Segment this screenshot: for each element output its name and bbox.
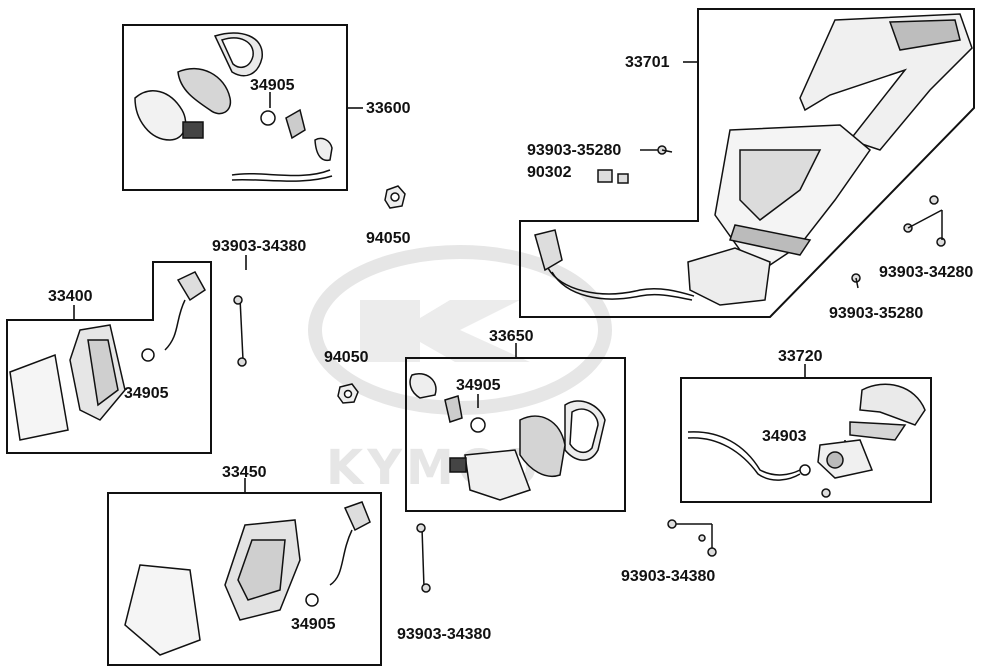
group-box-33720 bbox=[680, 377, 932, 503]
clip-90302 bbox=[597, 169, 629, 184]
screw-set-93903-34380-b bbox=[416, 523, 431, 593]
nut-94050-art bbox=[337, 185, 406, 404]
label-93903-35280-a: 93903-35280 bbox=[527, 142, 622, 159]
screw-93903-35280-a bbox=[657, 145, 673, 155]
label-33600-bulb: 34905 bbox=[250, 77, 295, 94]
label-94050-a: 94050 bbox=[366, 230, 411, 247]
label-33450-bulb: 34905 bbox=[291, 616, 336, 633]
label-33400: 33400 bbox=[48, 288, 93, 305]
screw-93903-35280-b bbox=[851, 273, 861, 289]
rear-carrier-33701-art bbox=[534, 13, 973, 306]
label-33600: 33600 bbox=[366, 100, 411, 117]
label-34903: 34903 bbox=[762, 428, 807, 445]
turn-signal-33450-art bbox=[124, 501, 371, 656]
group-box-33400 bbox=[6, 261, 212, 454]
label-93903-35280-b: 93903-35280 bbox=[829, 305, 924, 322]
label-93903-34380-c: 93903-34380 bbox=[621, 568, 716, 585]
label-93903-34380-a: 93903-34380 bbox=[212, 238, 307, 255]
label-33650-bulb: 34905 bbox=[456, 377, 501, 394]
label-33650: 33650 bbox=[489, 328, 534, 345]
label-90302: 90302 bbox=[527, 164, 572, 181]
turn-signal-33400-art bbox=[9, 271, 206, 441]
group-box-33701 bbox=[519, 8, 975, 318]
label-94050-b: 94050 bbox=[324, 349, 369, 366]
label-33701: 33701 bbox=[625, 54, 670, 71]
screw-set-93903-34280 bbox=[903, 195, 946, 247]
label-93903-34380-b: 93903-34380 bbox=[397, 626, 492, 643]
label-33450: 33450 bbox=[222, 464, 267, 481]
label-33400-bulb: 34905 bbox=[124, 385, 169, 402]
screw-set-93903-34380-c bbox=[667, 519, 717, 557]
turn-signal-33600-art bbox=[134, 32, 333, 182]
license-light-33720-art bbox=[687, 383, 926, 498]
turn-signal-33650-art bbox=[409, 373, 606, 501]
label-93903-34280: 93903-34280 bbox=[879, 264, 974, 281]
screw-set-93903-34380-a bbox=[233, 295, 247, 367]
label-33720: 33720 bbox=[778, 348, 823, 365]
